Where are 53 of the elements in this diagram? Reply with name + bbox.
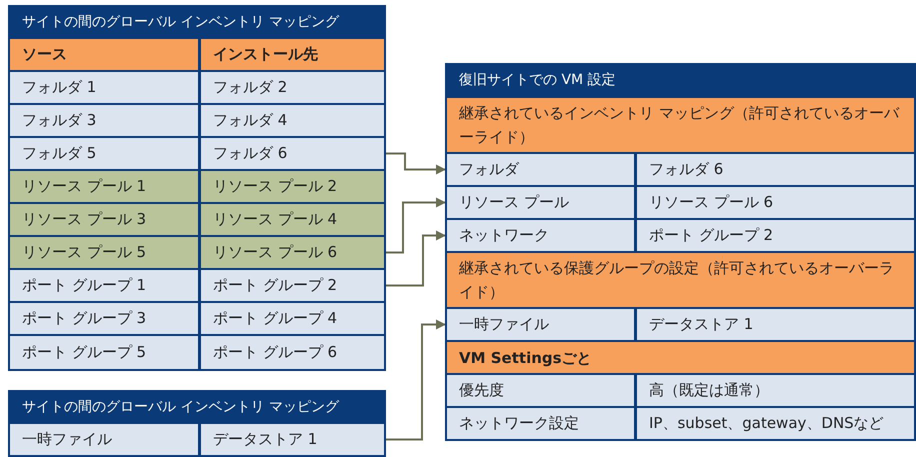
table-row bbox=[10, 204, 384, 235]
cell-text: 一時ファイル bbox=[21, 429, 113, 450]
cell-text: IP、subset、gateway、DNSなど bbox=[634, 408, 914, 439]
table-row bbox=[10, 270, 384, 301]
table-panel bbox=[445, 63, 916, 441]
table-row bbox=[447, 375, 914, 406]
table-row bbox=[447, 342, 914, 373]
table-row bbox=[10, 39, 384, 70]
cell-text: フォルダ 3 bbox=[21, 110, 98, 131]
table-row bbox=[447, 253, 914, 307]
cell-text: ポート グループ 1 bbox=[21, 275, 148, 296]
row-heading: 継承されているインベントリ マッピング（許可されているオーバーライド） bbox=[458, 103, 900, 148]
table-title: 復旧サイトでの VM 設定 bbox=[459, 71, 616, 89]
connector-arrow bbox=[386, 230, 446, 286]
cell-text: フォルダ 5 bbox=[21, 143, 98, 164]
cell-text: リソース プール 3 bbox=[21, 209, 148, 230]
table-title: サイトの間のグローバル インベントリ マッピング bbox=[22, 13, 339, 31]
cell-text: ポート グループ 3 bbox=[21, 308, 148, 329]
cell-text: ネットワーク設定 bbox=[458, 413, 580, 434]
cell-text: 一時ファイル bbox=[458, 314, 550, 335]
table-row bbox=[447, 154, 914, 185]
cell-text: ポート グループ 6 bbox=[198, 336, 384, 369]
table-row bbox=[447, 220, 914, 251]
table-row bbox=[10, 303, 384, 334]
connector-arrow bbox=[386, 198, 446, 254]
cell-text: ソース bbox=[21, 44, 68, 65]
row-heading: VM Settingsごと bbox=[458, 348, 593, 368]
table-row bbox=[447, 98, 914, 152]
cell-text: ネットワーク bbox=[458, 225, 550, 246]
table-title: サイトの間のグローバル インベントリ マッピング bbox=[22, 398, 339, 416]
table-row bbox=[10, 424, 384, 455]
cell-text: フォルダ 1 bbox=[21, 77, 98, 98]
table-row bbox=[447, 408, 914, 439]
table-row bbox=[447, 187, 914, 218]
connector-arrow bbox=[386, 152, 446, 174]
cell-text: 優先度 bbox=[458, 380, 505, 401]
connector-arrow bbox=[386, 320, 446, 440]
cell-text: ポート グループ 5 bbox=[21, 342, 148, 363]
table-row bbox=[10, 72, 384, 103]
table-panel bbox=[8, 390, 386, 457]
table-row bbox=[10, 336, 384, 369]
cell-text: リソース プール 5 bbox=[21, 242, 148, 263]
table-row bbox=[447, 309, 914, 340]
cell-text: リソース プール bbox=[458, 192, 570, 213]
table-row bbox=[10, 237, 384, 268]
cell-text: リソース プール 1 bbox=[21, 176, 148, 197]
row-heading: 継承されている保護グループの設定（許可されているオーバーライド） bbox=[458, 258, 895, 303]
table-panel bbox=[8, 5, 386, 371]
cell-text: データストア 1 bbox=[198, 424, 384, 455]
table-row bbox=[10, 171, 384, 202]
cell-text: フォルダ bbox=[458, 159, 520, 180]
table-row bbox=[10, 138, 384, 169]
table-row bbox=[10, 105, 384, 136]
